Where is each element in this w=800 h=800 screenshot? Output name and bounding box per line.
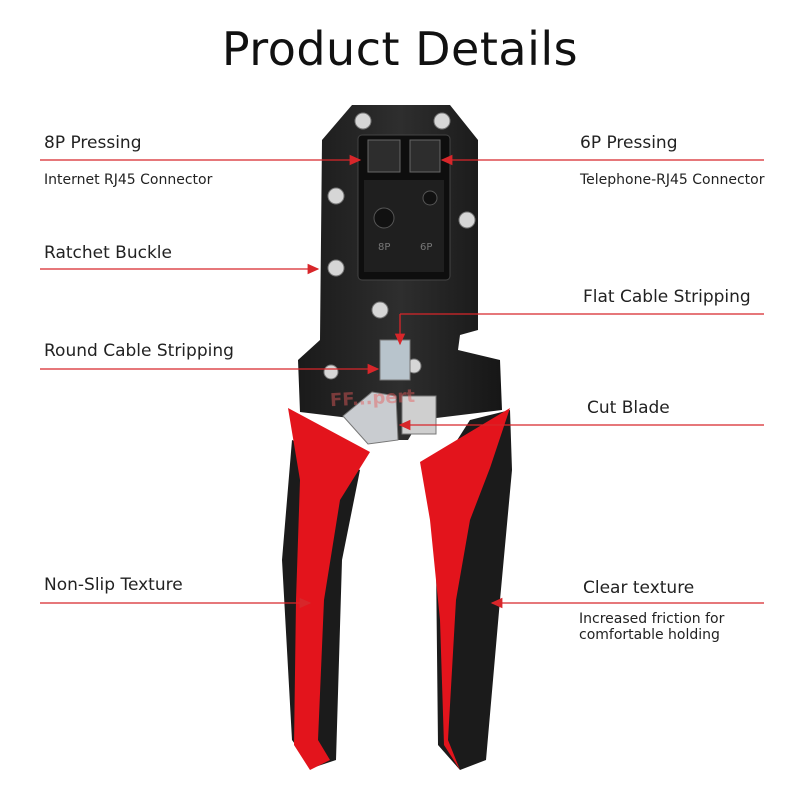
callout-cut-blade: Cut Blade [587,398,670,418]
screw-icon [458,211,476,229]
screw-icon [354,112,372,130]
cut-blade [342,391,399,445]
page-title: Product Details [221,22,579,76]
right-handle-red [420,408,510,770]
screw-icon [327,259,345,277]
watermark: FF...pert [329,385,416,412]
callout-flat-cable-stripping: Flat Cable Stripping [583,287,751,307]
callout-clear-texture-sub: Increased friction for comfortable holdi… [579,611,725,643]
stripper-blade [379,339,411,381]
callout-non-slip-texture: Non-Slip Texture [44,575,183,595]
screw-icon [327,187,345,205]
screw-icon [433,112,451,130]
callout-round-cable-stripping: Round Cable Stripping [44,341,234,361]
die-label-8p: 8P [378,242,390,253]
screw-icon [323,364,339,380]
callout-6p-pressing: 6P Pressing [580,133,678,153]
die-label-6p: 6P [420,242,432,253]
callout-6p-sub: Telephone-RJ45 Connector [580,172,765,188]
screw-icon [371,301,389,319]
left-handle-red [288,408,370,770]
callout-8p-pressing: 8P Pressing [44,133,142,153]
callout-ratchet-buckle: Ratchet Buckle [44,243,172,263]
callout-clear-texture: Clear texture [583,578,695,598]
callout-8p-sub: Internet RJ45 Connector [44,172,213,188]
